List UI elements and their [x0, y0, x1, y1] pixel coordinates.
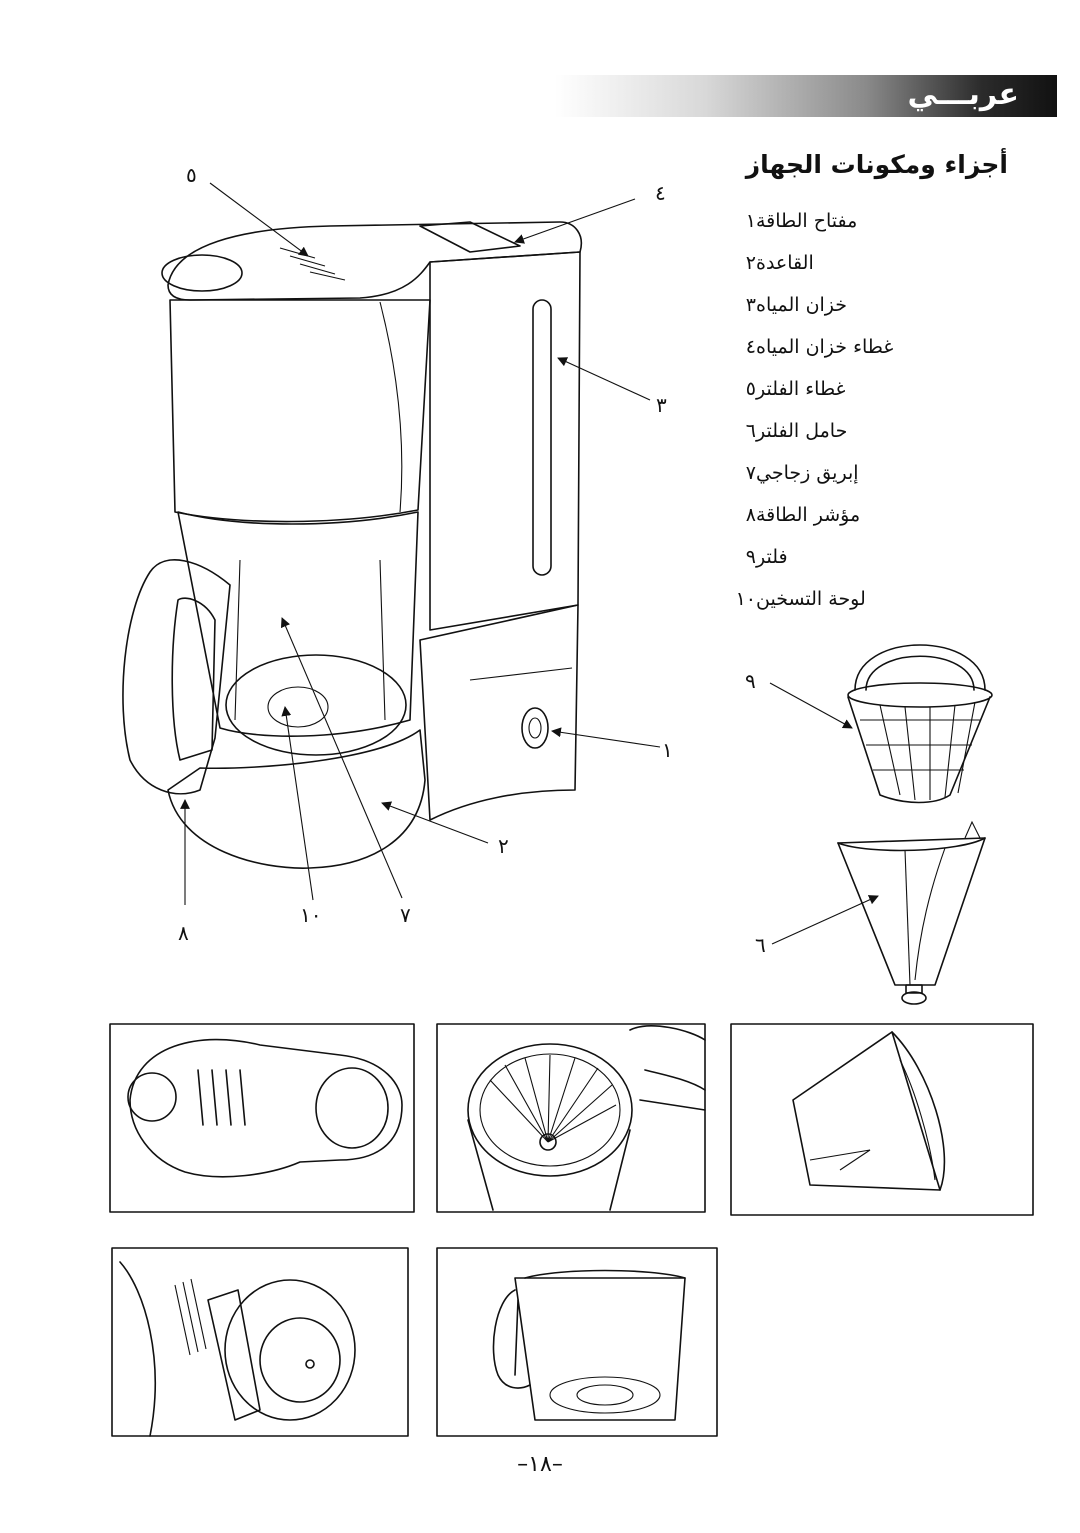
- part-number: ٥: [745, 378, 756, 400]
- detail-box-cone: [730, 1023, 1034, 1216]
- part-name: خزان المياه: [756, 294, 848, 316]
- callout-arrows: [180, 182, 879, 945]
- part-name: مؤشر الطاقة: [756, 504, 861, 526]
- page-number: –١٨–: [517, 1452, 563, 1477]
- part-number: ١٠: [735, 588, 756, 610]
- callout-5: ٥: [186, 163, 197, 187]
- detail-lid-illustration: [127, 1038, 403, 1178]
- part-name: غطاء خزان المياه: [756, 336, 894, 358]
- callout-2: ٢: [498, 834, 509, 858]
- detail-carafe-lid-illustration: [119, 1261, 356, 1437]
- callout-1: ١: [662, 738, 673, 762]
- filter-holder-illustration: [837, 820, 986, 1005]
- parts-section-title: أجزاء ومكونات الجهاز: [745, 150, 1008, 179]
- detail-box-carafe: [436, 1247, 718, 1437]
- callout-8: ٨: [178, 921, 189, 945]
- callout-3: ٣: [656, 393, 667, 417]
- part-name: مفتاح الطاقة: [756, 210, 858, 232]
- callout-7: ٧: [400, 903, 411, 927]
- part-number: ٤: [745, 336, 756, 358]
- part-number: ٧: [745, 462, 756, 484]
- callout-4: ٤: [655, 181, 666, 205]
- header-bar: عربـــي: [555, 75, 1057, 117]
- detail-cone-illustration: [792, 1031, 946, 1191]
- filter-basket-illustration: [847, 644, 993, 804]
- part-number: ٨: [745, 504, 756, 526]
- detail-box-filter-holder: [436, 1023, 706, 1213]
- part-name: لوحة التسخين: [756, 588, 866, 610]
- detail-box-carafe-lid: [111, 1247, 409, 1437]
- detail-box-lid: [109, 1023, 415, 1213]
- detail-carafe-illustration: [492, 1269, 686, 1421]
- part-name: غطاء الفلتر: [756, 378, 846, 400]
- part-name: حامل الفلتر: [756, 420, 848, 442]
- part-name: فلتر: [756, 546, 788, 568]
- part-number: ١: [745, 210, 756, 232]
- callout-10: ١٠: [300, 903, 321, 927]
- header-title: عربـــي: [907, 77, 1019, 112]
- part-number: ٢: [745, 252, 756, 274]
- part-name: إبريق زجاجي: [756, 462, 859, 484]
- part-name: القاعدة: [756, 252, 814, 274]
- callout-9: ٩: [745, 669, 756, 693]
- part-number: ٩: [745, 546, 756, 568]
- part-number: ٦: [745, 420, 756, 442]
- part-number: ٣: [745, 294, 756, 316]
- callout-6: ٦: [755, 933, 766, 957]
- coffee-maker-illustration: [122, 221, 582, 869]
- detail-filter-holder-illustration: [467, 1025, 706, 1211]
